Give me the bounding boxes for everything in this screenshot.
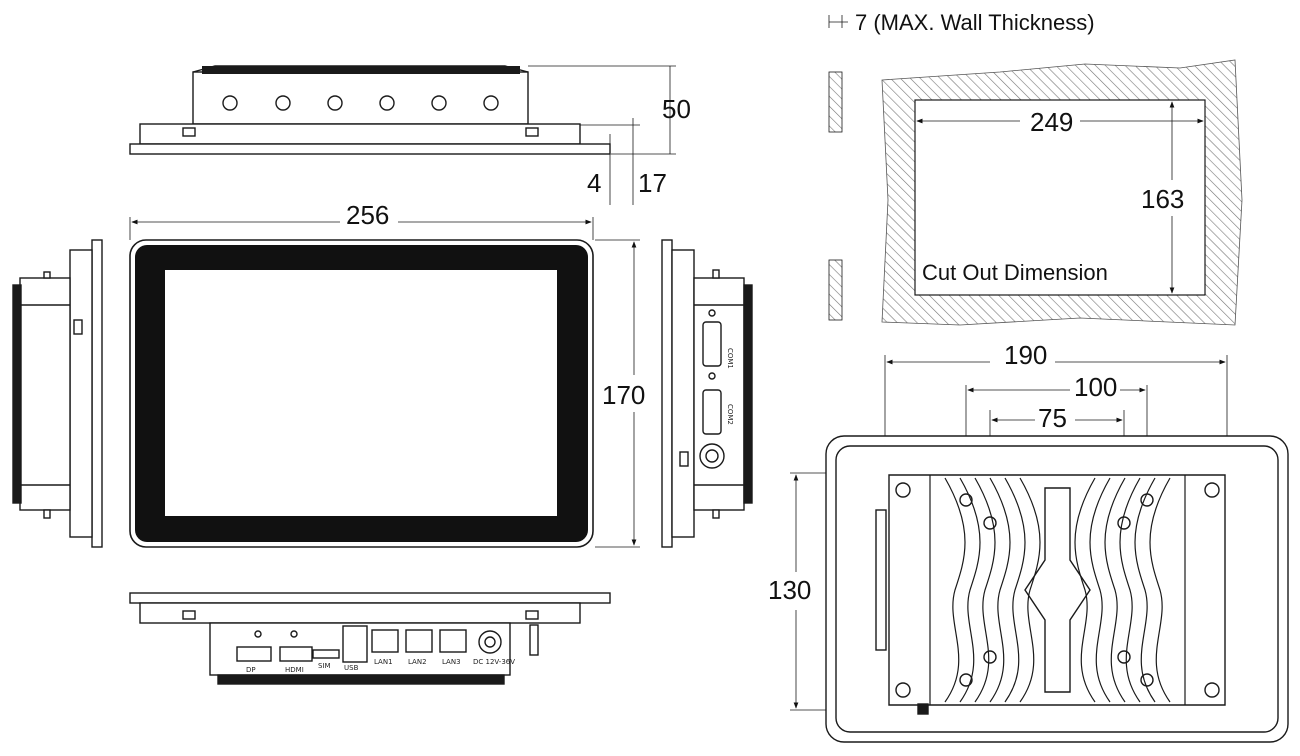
dim-rear-height: 130 xyxy=(768,575,811,605)
usb-ports xyxy=(342,625,368,663)
sim-slot xyxy=(312,649,340,659)
label-com1: COM1 xyxy=(726,348,734,369)
label-sim: SIM xyxy=(318,662,331,670)
label-hdmi: HDMI xyxy=(285,666,304,674)
label-com2: COM2 xyxy=(726,404,734,425)
dim-vesa-75: 75 xyxy=(1038,403,1067,433)
rear-screws xyxy=(895,482,1220,698)
dim-cutout-height: 163 xyxy=(1141,184,1184,214)
display-area xyxy=(165,270,557,516)
label-lan1: LAN1 xyxy=(374,658,393,666)
label-lan2: LAN2 xyxy=(408,658,427,666)
lan1-port xyxy=(371,629,399,653)
wall-section-top xyxy=(828,71,843,133)
dim-vesa-outer: 190 xyxy=(1004,340,1047,370)
left-side-view xyxy=(12,239,103,548)
dim-frame-depth: 17 xyxy=(638,168,667,198)
cutout-view xyxy=(828,15,1243,326)
dim-width: 256 xyxy=(346,200,389,230)
rear-view xyxy=(790,355,1289,743)
wall-section-bottom xyxy=(828,259,843,321)
label-dp: DP xyxy=(246,666,256,674)
top-screws xyxy=(222,95,499,111)
top-view xyxy=(129,65,676,205)
bottom-view xyxy=(129,592,611,685)
cutout-label: Cut Out Dimension xyxy=(922,260,1108,285)
dim-height-depth: 50 xyxy=(662,94,691,124)
wall-thickness-label: 7 (MAX. Wall Thickness) xyxy=(855,10,1095,35)
dim-cutout-width: 249 xyxy=(1030,107,1073,137)
hdmi-port xyxy=(279,646,313,662)
com1-port xyxy=(702,321,722,367)
right-side-view xyxy=(661,239,753,548)
lan2-port xyxy=(405,629,433,653)
lan3-port xyxy=(439,629,467,653)
label-dc-in: DC 12V-36V xyxy=(473,658,515,666)
dim-vesa-100: 100 xyxy=(1074,372,1117,402)
dim-bezel-offset: 4 xyxy=(587,168,601,198)
dp-port xyxy=(236,646,272,662)
heatsink-fins-right xyxy=(1074,475,1186,705)
label-lan3: LAN3 xyxy=(442,658,461,666)
vesa-holes xyxy=(959,493,1154,687)
label-usb: USB xyxy=(344,664,359,672)
com2-port xyxy=(702,389,722,435)
heatsink-fins-left xyxy=(929,475,1041,705)
dim-height: 170 xyxy=(602,380,645,410)
front-view xyxy=(129,217,640,548)
top-fins xyxy=(202,66,520,74)
